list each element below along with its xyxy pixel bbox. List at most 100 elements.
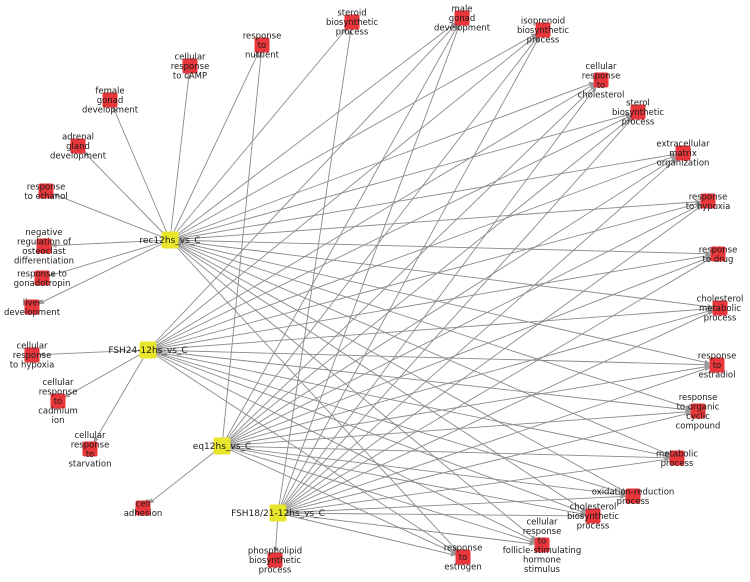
edge-fsh24-cellular-hypoxia [38,349,149,357]
edge-fsh18-cellular-fsh [277,512,536,546]
edge-fsh24-response-estrogen [147,349,458,554]
term-square [267,552,283,568]
edge-fsh24-isoprenoid [147,34,538,351]
hub-label: rec12hs_vs_C [139,236,200,246]
edge-eq-cell-adhesion [148,445,223,505]
term-square [690,403,706,419]
term-square [700,193,716,209]
edge-rec-response-nutrient [169,51,260,241]
edge-fsh18-sterol-biosynthetic [277,116,634,514]
edge-fsh18-response-drug [277,257,713,514]
hub-node-eq[interactable]: eq12hs_vs_C [193,437,251,455]
edge-eq-response-estrogen [221,445,457,555]
edge-rec-cholesterol-metabolic [169,239,714,309]
term-square [593,72,609,88]
edge-rec-response-estrogen [169,239,459,553]
edge-fsh18-oxidation-reduction [277,494,627,514]
edge-fsh18-isoprenoid [277,35,541,514]
hub-square [269,504,287,522]
edge-rec-adrenal-gland [82,150,171,241]
hub-label: FSH24-12hs_vs_C [108,346,187,356]
edge-fsh24-cellular-cholesterol [147,83,596,351]
edge-rec-response-drug [169,239,712,257]
edge-fsh24-response-estradiol [147,349,711,368]
hub-node-rec[interactable]: rec12hs_vs_C [139,231,201,249]
edge-fsh18-extracellular-matrix [277,157,679,514]
edge-rec-response-gonadotropin [48,239,171,277]
term-square [102,92,118,108]
edge-rec-extracellular-matrix [169,152,677,241]
term-square [710,246,726,262]
edge-fsh18-male-gonad [277,24,460,514]
term-square [535,22,551,38]
term-square [24,347,40,363]
term-square [455,549,471,565]
edge-rec-steroid-biosynthetic [169,27,348,241]
hub-node-fsh18[interactable]: FSH18/21-12hs_vs_C [231,504,325,522]
term-square [630,104,646,120]
hub-node-fsh24[interactable]: FSH24-12hs_vs_C [108,341,188,359]
hub-label: eq12hs_vs_C [193,442,251,452]
edge-rec-neg-osteoclast [50,239,171,248]
edge-fsh24-cholesterol-metabolic [147,306,714,351]
edge-fsh24-sterol-biosynthetic [147,114,632,351]
term-square [585,508,601,524]
edge-rec-liver-dev [38,239,171,305]
edge-eq-male-gonad [221,23,459,447]
edge-fsh24-response-hypoxia [147,201,702,351]
term-square [669,450,685,466]
edge-rec-isoprenoid [169,33,538,241]
term-square [625,488,641,504]
edge-fsh18-cholesterol-biosynthetic [277,512,587,519]
edge-eq-isoprenoid [221,35,540,447]
edge-eq-metabolic [221,445,671,461]
term-square [712,300,728,316]
term-square [709,357,725,373]
edge-eq-response-hypoxia [221,203,702,447]
edge-rec-response-ethanol [52,193,171,241]
